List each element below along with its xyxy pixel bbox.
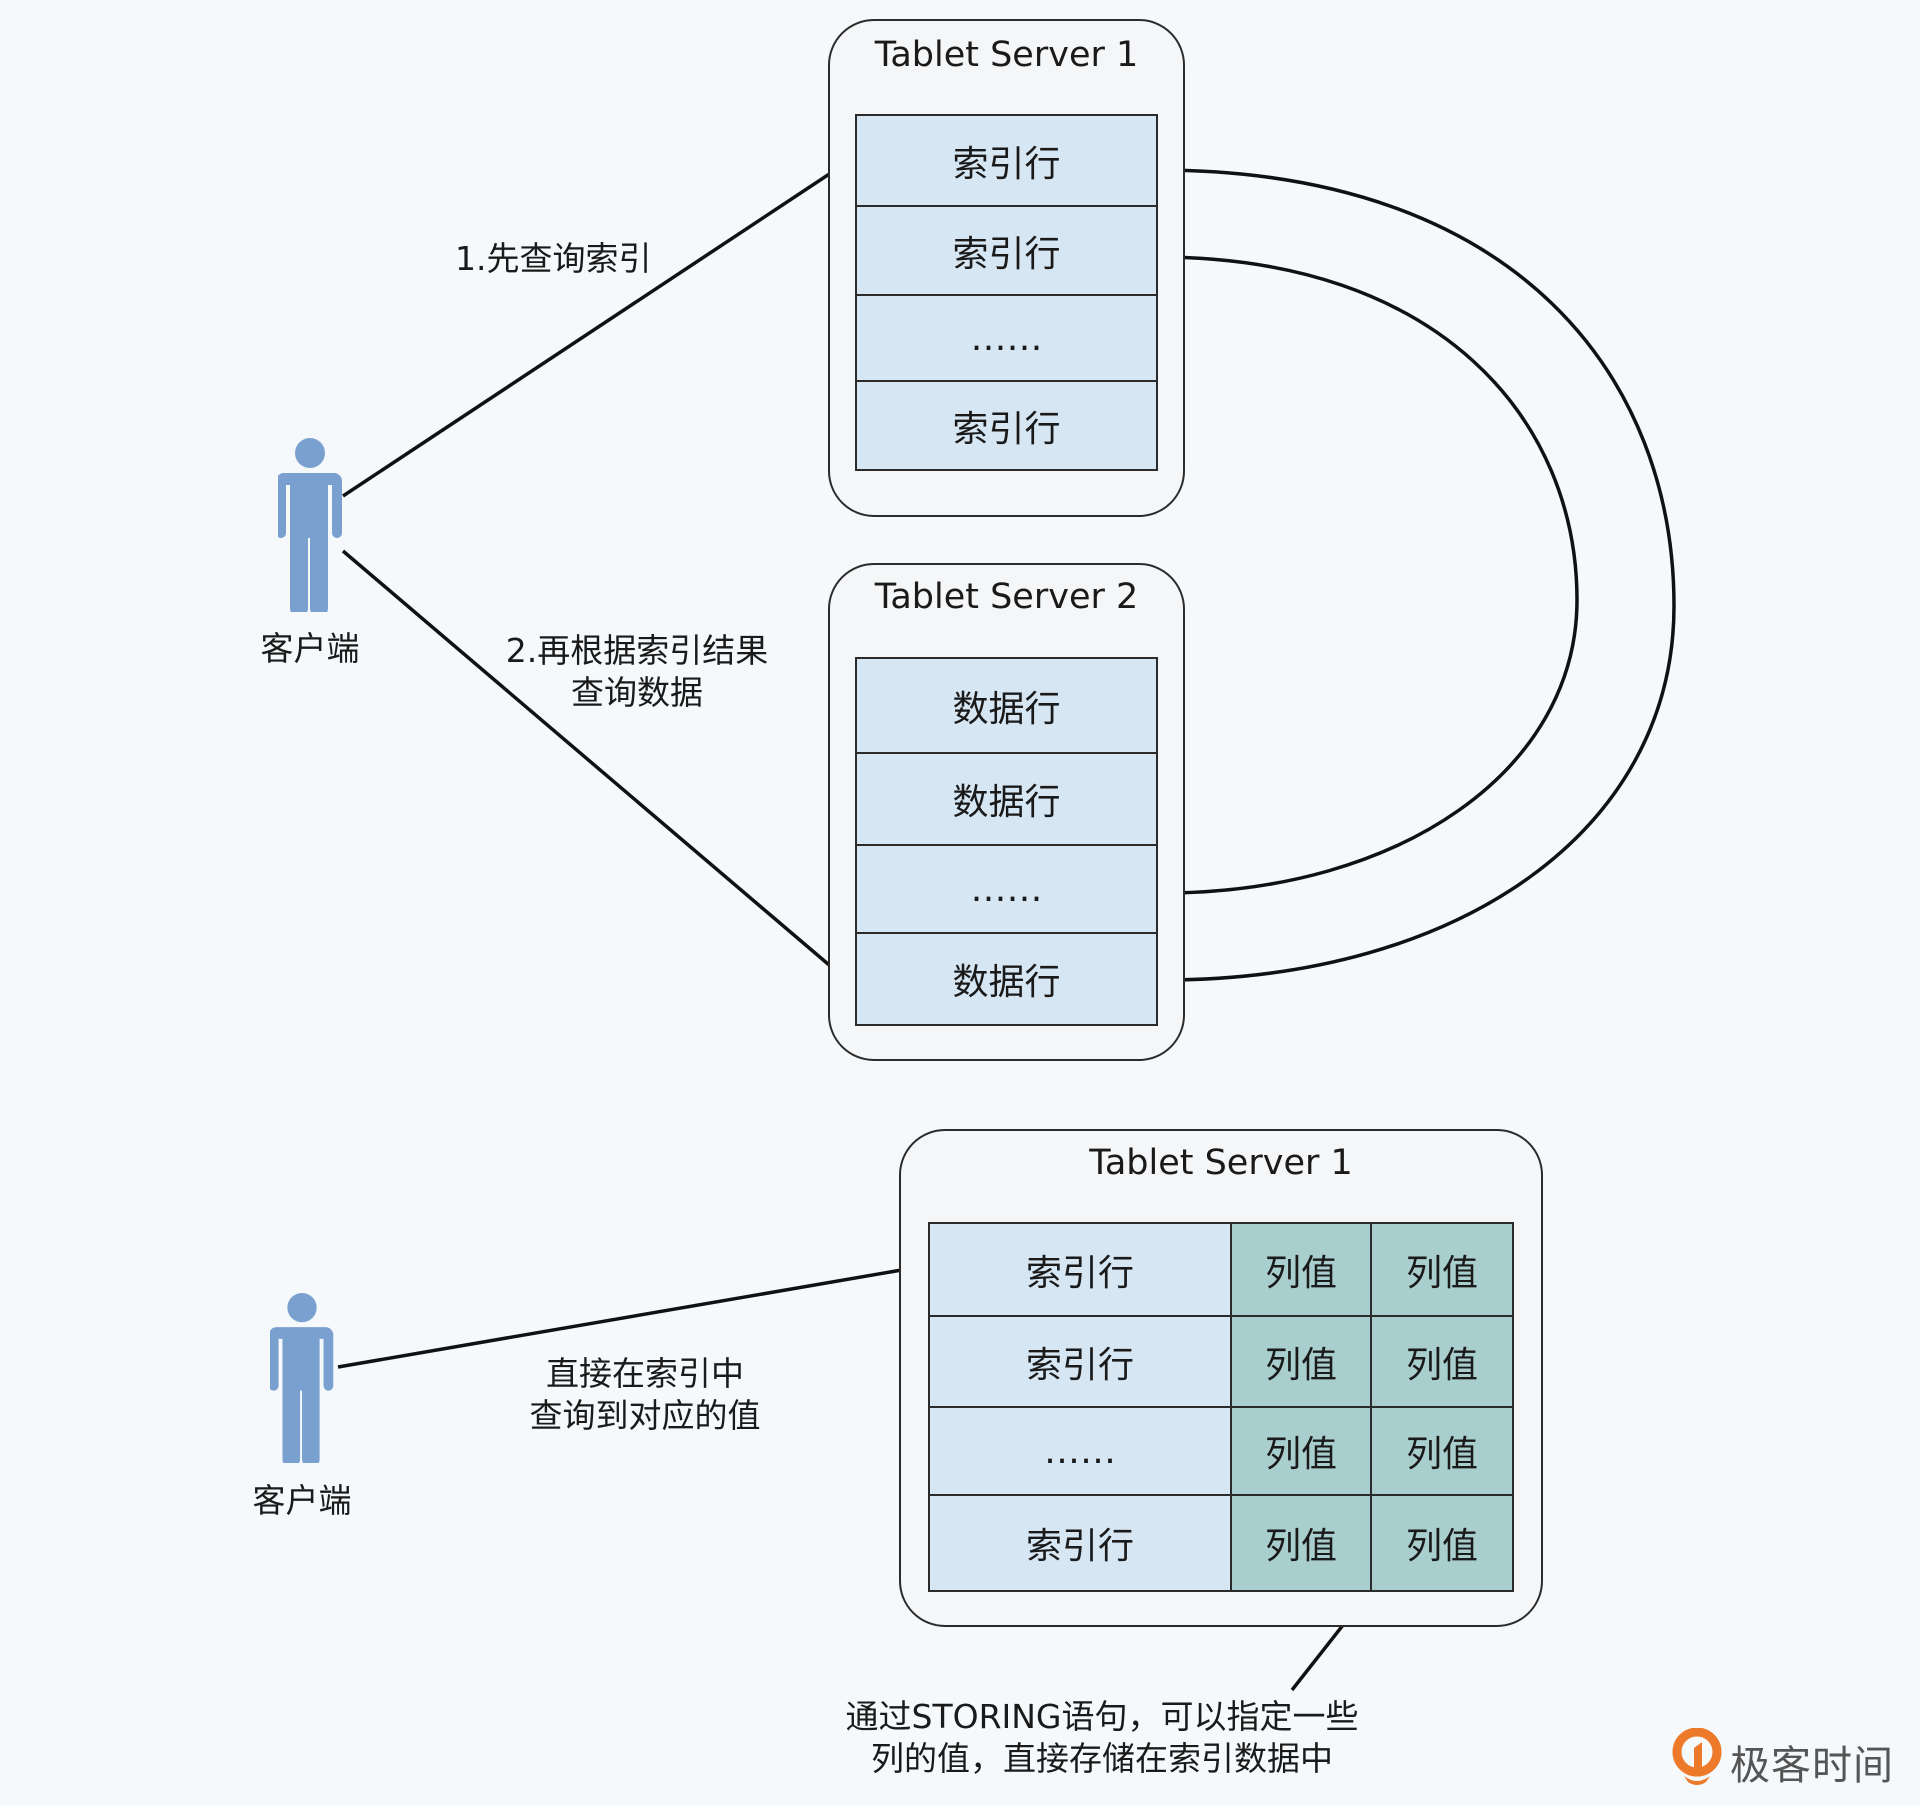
arrow-step2-query-data <box>341 549 857 989</box>
client-person-icon <box>278 438 342 612</box>
data-row: 数据行 <box>857 932 1156 1024</box>
data-row-ellipsis: …… <box>857 844 1156 932</box>
storing-note: 通过STORING语句，可以指定一些 列的值，直接存储在索引数据中 <box>802 1696 1402 1780</box>
index-cell: 索引行 <box>930 1494 1230 1590</box>
step2-label-line1: 2.再根据索引结果 <box>505 631 769 670</box>
column-value-cell: 列值 <box>1370 1494 1512 1590</box>
column-value-cell: 列值 <box>1370 1406 1512 1494</box>
column-value-cell: 列值 <box>1370 1315 1512 1406</box>
client-label: 客户端 <box>260 629 360 668</box>
column-value-cell: 列值 <box>1230 1315 1370 1406</box>
arrow-direct-index-query <box>337 1257 928 1369</box>
data-table: 数据行 数据行 …… 数据行 <box>855 657 1158 1026</box>
storing-note-line2: 列的值，直接存储在索引数据中 <box>871 1739 1333 1778</box>
step2-label-line2: 查询数据 <box>571 673 703 712</box>
storing-note-line1: 通过STORING语句，可以指定一些 <box>845 1697 1359 1736</box>
index-row: 索引行 <box>952 143 1061 185</box>
client-label: 客户端 <box>252 1481 352 1520</box>
column-value-cell: 列值 <box>1230 1224 1370 1315</box>
arrow-index-row2-to-data-row3 <box>1156 255 1579 906</box>
arrow-step1-query-index <box>342 155 858 498</box>
client-person-icon <box>270 1292 334 1463</box>
step1-label: 1.先查询索引 <box>455 239 652 278</box>
server-title: Tablet Server 1 <box>874 35 1139 75</box>
index-cell: 索引行 <box>930 1315 1230 1406</box>
direct-query-label: 直接在索引中 查询到对应的值 <box>495 1353 795 1437</box>
server-title: Tablet Server 2 <box>874 577 1139 617</box>
column-value-cell: 列值 <box>1230 1406 1370 1494</box>
column-value-cell: 列值 <box>1370 1224 1512 1315</box>
direct-query-label-line2: 查询到对应的值 <box>529 1396 761 1435</box>
index-cell: 索引行 <box>930 1224 1230 1315</box>
index-row-ellipsis: …… <box>857 294 1156 380</box>
index-with-storing-table: 索引行 列值 列值 索引行 列值 列值 …… 列值 列值 索引行 列值 列值 <box>928 1222 1514 1592</box>
geektime-logo-icon <box>1672 1728 1722 1785</box>
index-cell-ellipsis: …… <box>930 1406 1230 1494</box>
arrow-index-row1-to-data-row4 <box>1156 168 1676 993</box>
direct-query-label-line1: 直接在索引中 <box>546 1354 744 1393</box>
step2-label: 2.再根据索引结果 查询数据 <box>487 630 787 714</box>
data-row: 数据行 <box>952 688 1061 730</box>
index-row: 索引行 <box>857 205 1156 294</box>
column-value-cell: 列值 <box>1230 1494 1370 1590</box>
index-table: 索引行 索引行 …… 索引行 <box>855 114 1158 471</box>
logo-text: 极客时间 <box>1730 1743 1894 1789</box>
server-title: Tablet Server 1 <box>1089 1143 1353 1183</box>
index-row: 索引行 <box>857 380 1156 469</box>
data-row: 数据行 <box>857 752 1156 844</box>
